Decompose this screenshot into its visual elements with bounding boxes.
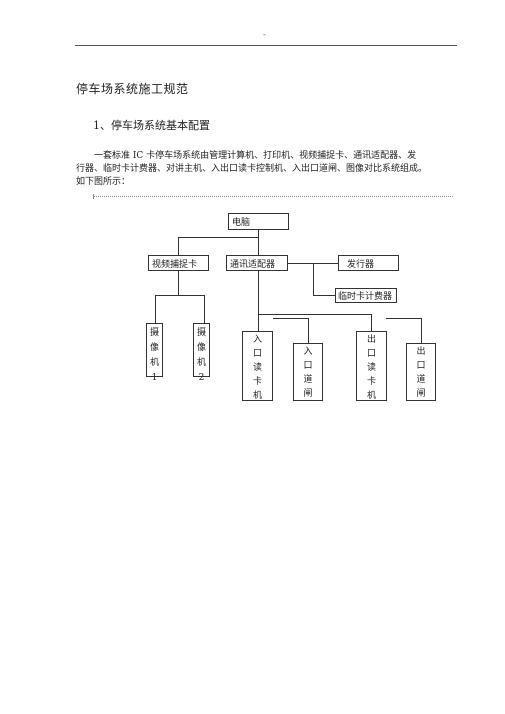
camera-1-char: 像 — [149, 343, 159, 353]
entry-gate-char: 闸 — [303, 389, 313, 399]
exit-gate-char: 口 — [416, 361, 426, 371]
camera-2-box: 摄 像 机 2 — [193, 323, 210, 383]
connector-line — [313, 295, 335, 296]
connector-line — [273, 318, 309, 319]
comm-adapter-box: 通讯适配器 — [226, 255, 288, 271]
connector-line — [155, 295, 205, 296]
comm-adapter-label: 通讯适配器 — [230, 259, 276, 270]
entry-reader-box: 入 口 读 卡 机 — [242, 331, 273, 401]
capture-card-label: 视频捕捉卡 — [152, 259, 198, 270]
connector-line — [308, 318, 309, 343]
connector-line — [204, 295, 205, 323]
connector-line — [178, 271, 179, 295]
connector-line — [258, 314, 372, 315]
camera-2-char: 摄 — [196, 328, 206, 338]
connector-line — [178, 237, 179, 255]
connector-line — [386, 318, 422, 319]
header-mark: - — [263, 30, 266, 39]
connector-line — [258, 229, 259, 255]
camera-2-char: 机 — [196, 358, 206, 368]
exit-reader-char: 口 — [366, 349, 376, 359]
temp-card-billing-label: 临时卡计费器 — [338, 292, 393, 302]
document-title: 停车场系统施工规范 — [76, 82, 189, 96]
connector-line — [371, 314, 372, 331]
camera-2-char: 2 — [198, 373, 205, 383]
entry-gate-char: 口 — [303, 361, 313, 371]
exit-reader-char: 机 — [366, 391, 376, 401]
figure-top-rule — [93, 196, 453, 197]
exit-reader-box: 出 口 读 卡 机 — [356, 331, 387, 401]
entry-reader-char: 入 — [252, 335, 262, 345]
paragraph-line: 行器、临时卡计费器、对讲主机、入出口读卡控制机、入出口道闸、图像对比系统组成。 — [76, 164, 428, 174]
entry-reader-char: 卡 — [252, 377, 262, 387]
camera-1-char: 摄 — [149, 328, 159, 338]
entry-gate-char: 入 — [303, 347, 313, 357]
header-rule — [75, 45, 457, 46]
connector-line — [421, 318, 422, 343]
capture-card-box: 视频捕捉卡 — [148, 255, 209, 271]
connector-line — [258, 271, 259, 314]
exit-reader-char: 卡 — [366, 377, 376, 387]
exit-reader-char: 读 — [366, 363, 376, 373]
camera-1-char: 机 — [149, 358, 159, 368]
camera-2-char: 像 — [196, 343, 206, 353]
intro-paragraph: 一套标准 IC 卡停车场系统由管理计算机、打印机、视频捕捉卡、通讯适配器、发 行… — [76, 150, 458, 189]
paragraph-line: 一套标准 IC 卡停车场系统由管理计算机、打印机、视频捕捉卡、通讯适配器、发 — [94, 151, 417, 161]
computer-box: 电脑 — [228, 213, 289, 230]
camera-1-char: 1 — [151, 373, 158, 383]
issuer-box: 发行器 — [338, 255, 399, 271]
entry-gate-char: 道 — [303, 375, 313, 385]
figure-rule-tick — [93, 194, 94, 199]
exit-gate-char: 道 — [416, 375, 426, 385]
connector-line — [155, 295, 156, 323]
exit-gate-char: 闸 — [416, 389, 426, 399]
connector-line — [313, 263, 314, 295]
camera-1-box: 摄 像 机 1 — [146, 323, 163, 383]
connector-line — [258, 314, 259, 331]
issuer-label: 发行器 — [347, 259, 375, 270]
connector-line — [178, 237, 259, 238]
entry-gate-box: 入 口 道 闸 — [293, 343, 323, 401]
computer-label: 电脑 — [232, 218, 251, 228]
exit-gate-box: 出 口 道 闸 — [406, 343, 436, 401]
exit-gate-char: 出 — [416, 347, 426, 357]
entry-reader-char: 口 — [252, 349, 262, 359]
entry-reader-char: 机 — [252, 391, 262, 401]
temp-card-billing-box: 临时卡计费器 — [335, 288, 397, 303]
exit-reader-char: 出 — [366, 335, 376, 345]
entry-reader-char: 读 — [252, 363, 262, 373]
paragraph-line: 如下图所示： — [76, 177, 131, 187]
section-heading: 1、停车场系统基本配置 — [93, 119, 210, 132]
